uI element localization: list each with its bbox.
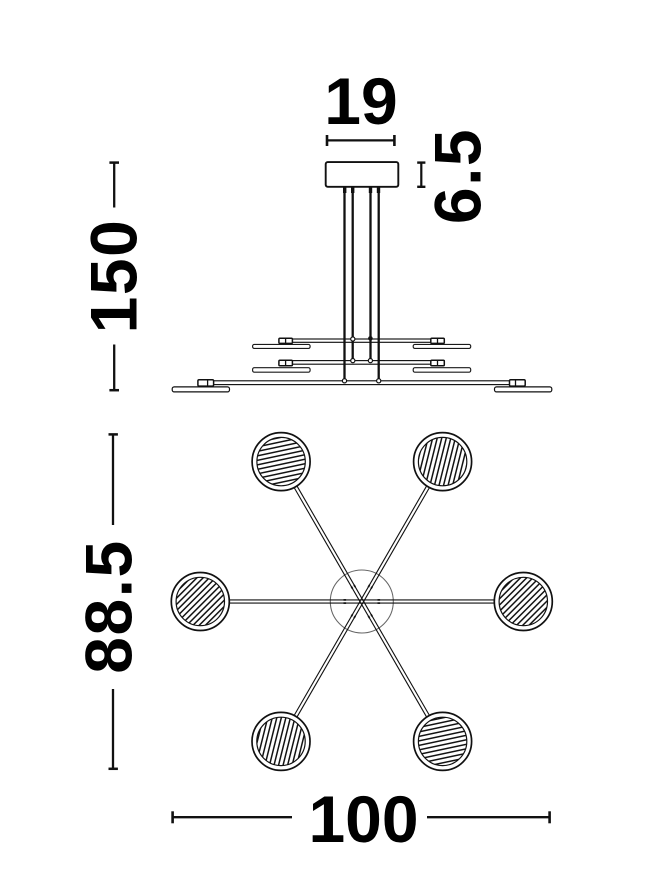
svg-text:150: 150 <box>77 219 151 334</box>
svg-text:6.5: 6.5 <box>421 128 495 224</box>
svg-text:88.5: 88.5 <box>72 539 146 673</box>
svg-text:19: 19 <box>324 64 397 138</box>
svg-text:100: 100 <box>308 782 418 856</box>
